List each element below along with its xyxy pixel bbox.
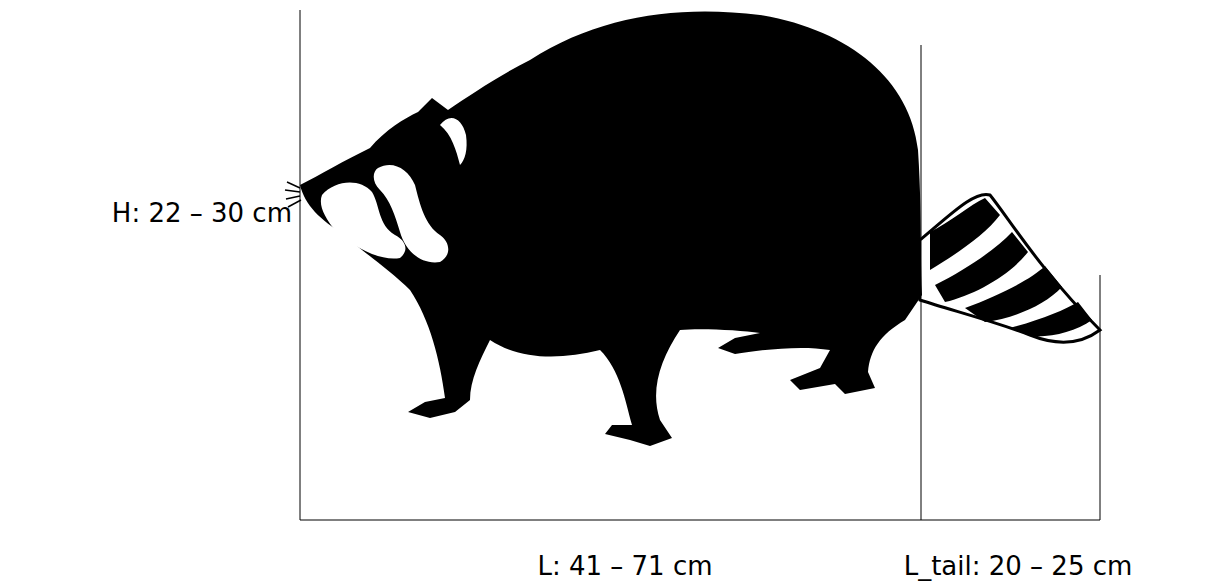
raccoon-tail [920, 194, 1100, 342]
dimension-label: L_tail: 20 – 25 cm [904, 551, 1133, 582]
raccoon-face-mask [321, 118, 467, 262]
dimension-label: L: 41 – 71 cm [537, 551, 712, 582]
raccoon-body [300, 11, 922, 446]
dimension-lines [300, 10, 1100, 520]
dimension-label: H: 22 – 30 cm [112, 198, 292, 229]
